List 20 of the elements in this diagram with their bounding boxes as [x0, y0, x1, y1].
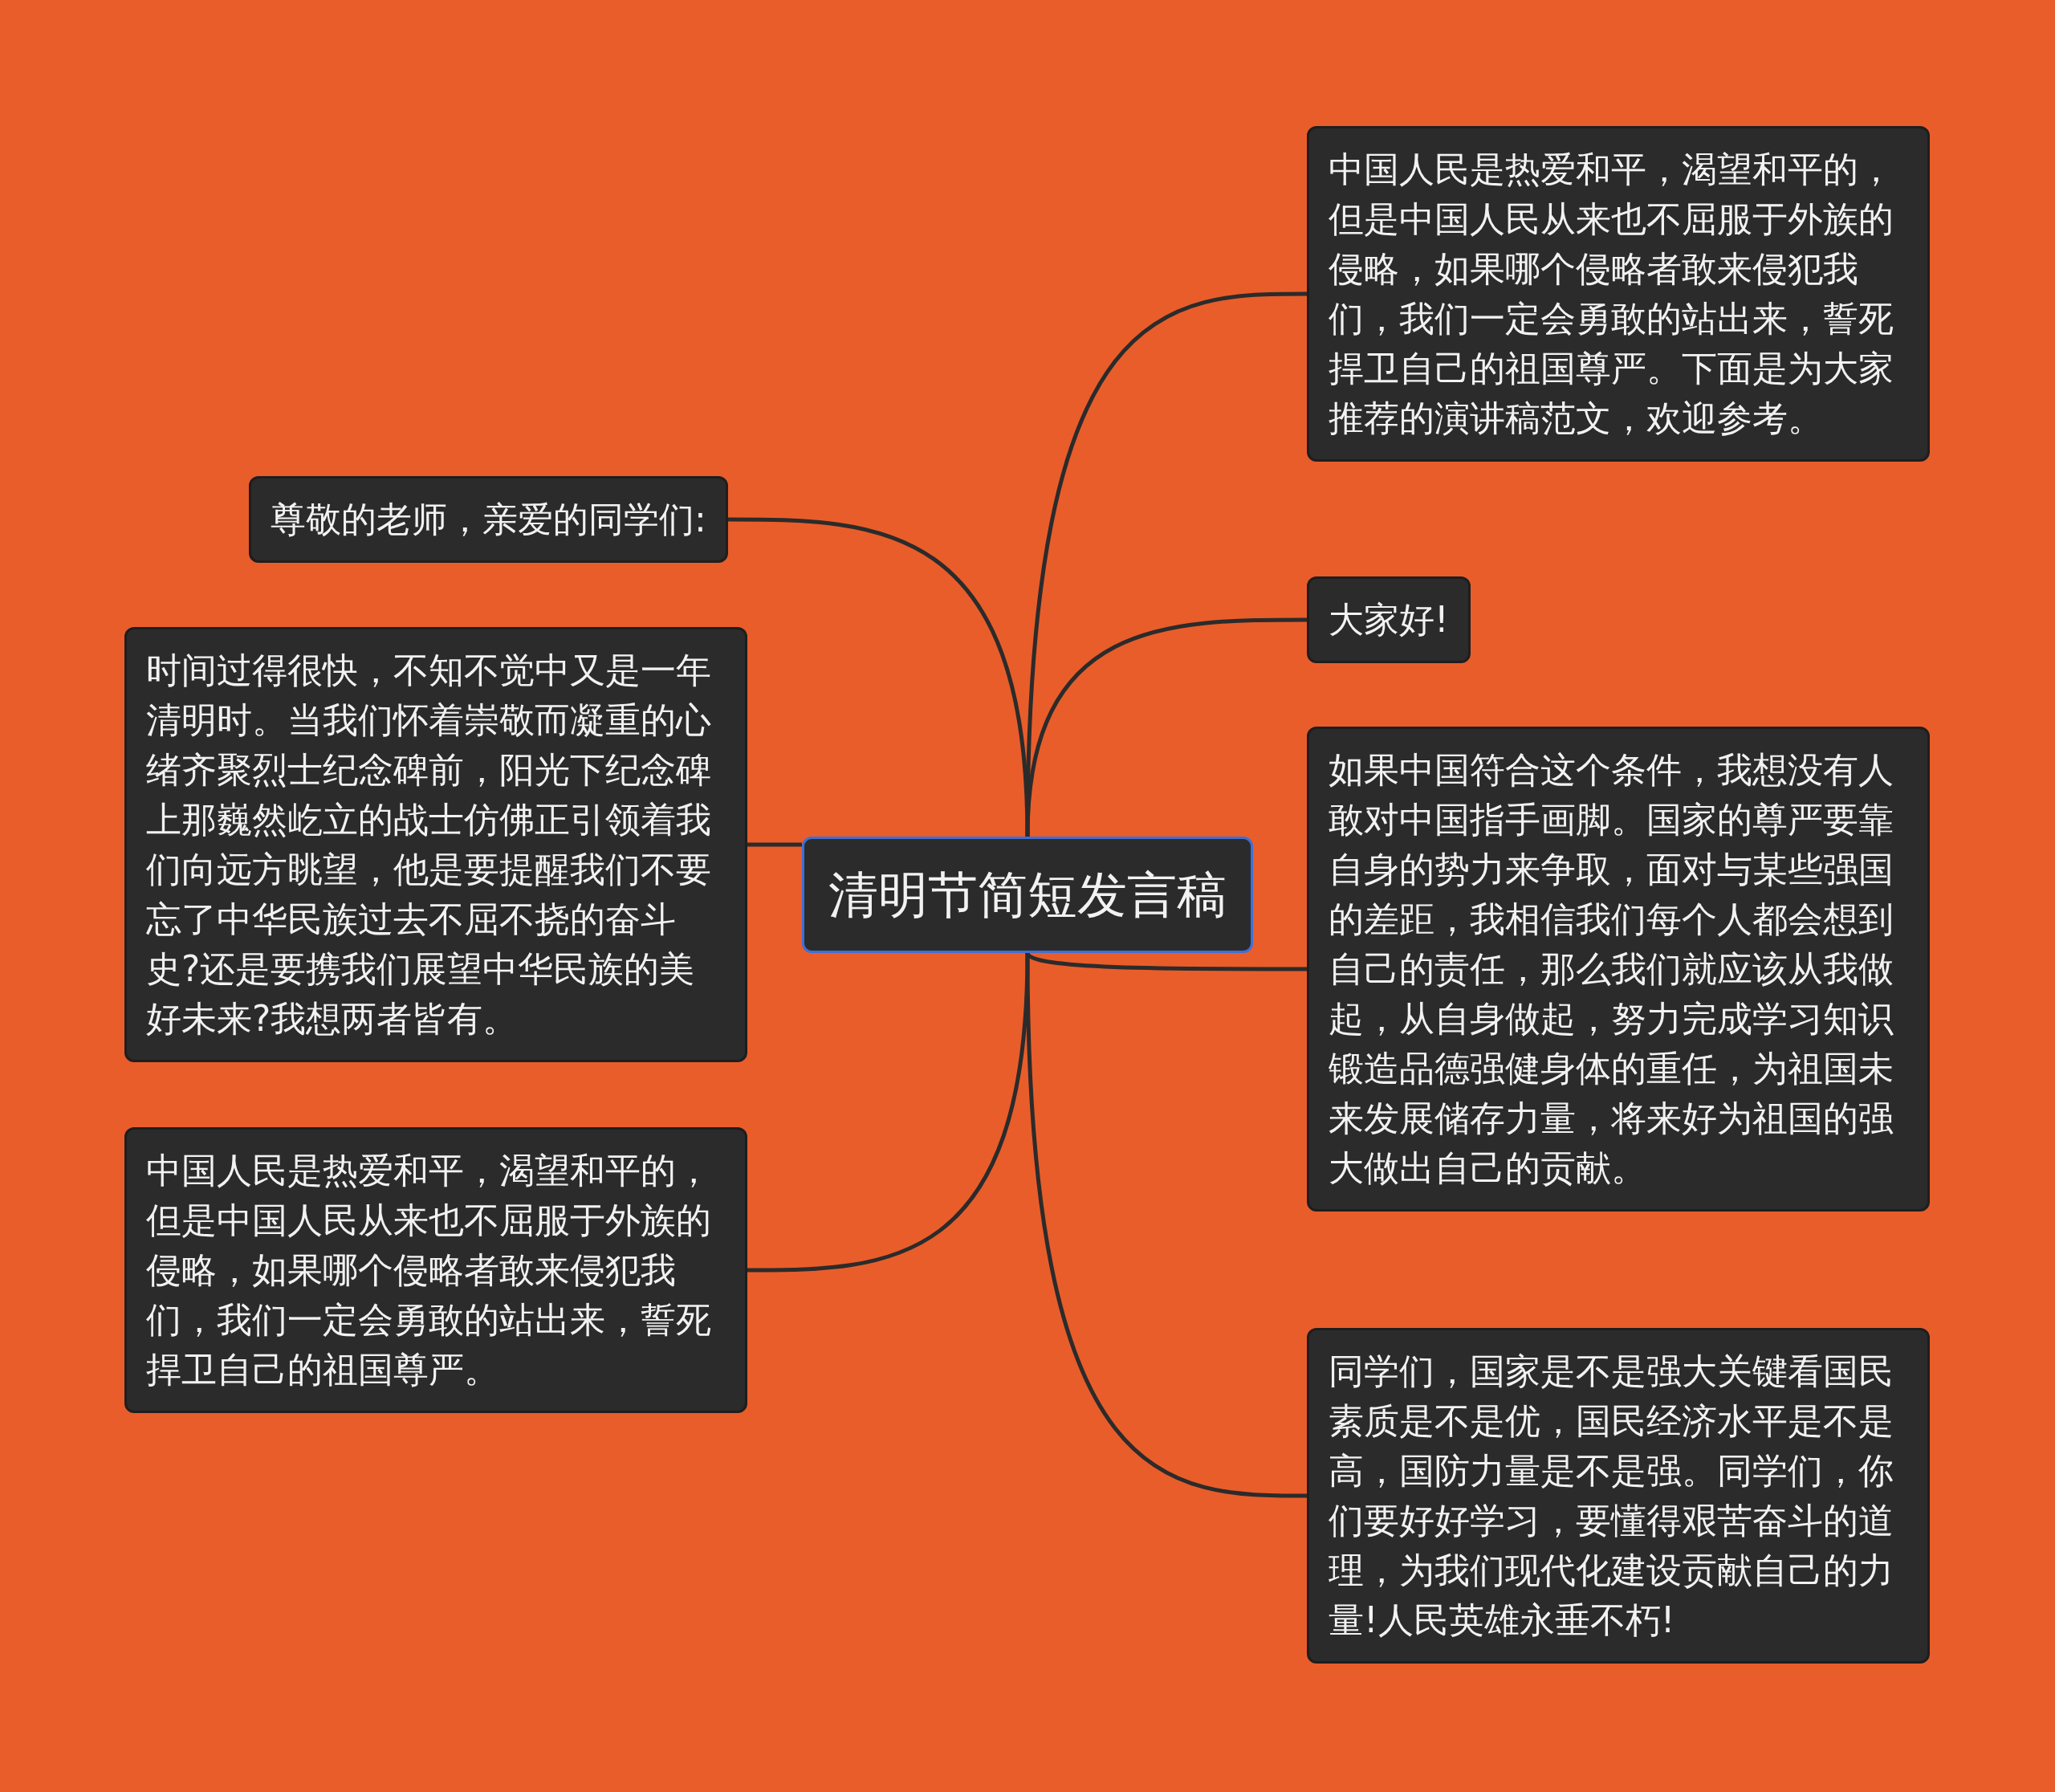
topic-box	[124, 1127, 747, 1413]
topic-text: 中国人民是热爱和平，渴望和平的，但是中国人民从来也不屈服于外族的侵略，如果哪个侵略者敢来侵犯我们，我们一定会勇敢的站出来，誓死捍卫自己的祖国尊严。	[146, 1149, 712, 1391]
connector-line	[1025, 952, 1308, 1498]
topic-box	[1307, 1328, 1930, 1664]
connector-line	[747, 952, 1030, 1273]
central-topic	[802, 837, 1253, 953]
connector-line	[747, 842, 802, 847]
topic-text: 时间过得很快，不知不觉中又是一年清明时。当我们怀着崇敬而凝重的心绪齐聚烈士纪念碑前，阳光下纪念碑上那巍然屹立的战士仿佛正引领着我们向远方眺望，他是要提醒我们不要忘了中华民族过去不屈不挠的奋斗史?还是要携我们展望中华民族的美好未来?我想两者皆有。	[146, 649, 712, 1041]
title-text: 清明节简短发言稿	[828, 870, 1227, 920]
topic-box	[249, 476, 728, 563]
topic-box	[124, 627, 747, 1062]
connector-line	[728, 517, 1030, 837]
topic-box	[1307, 727, 1930, 1212]
topic-text: 尊敬的老师，亲爱的同学们:	[271, 498, 706, 541]
topic-box	[1307, 126, 1930, 462]
topic-text: 中国人民是热爱和平，渴望和平的，但是中国人民从来也不屈服于外族的侵略，如果哪个侵略者敢来侵犯我们，我们一定会勇敢的站出来，誓死捍卫自己的祖国尊严。下面是为大家推荐的演讲稿范文，欢迎参考。	[1329, 148, 1894, 440]
topic-text: 同学们，国家是不是强大关键看国民素质是不是优，国民经济水平是不是高，国防力量是不是强。同学们，你们要好好学习，要懂得艰苦奋斗的道理，为我们现代化建设贡献自己的力量!人民英雄永垂不朽!	[1329, 1350, 1894, 1642]
topic-text: 大家好!	[1329, 598, 1449, 641]
topic-text: 如果中国符合这个条件，我想没有人敢对中国指手画脚。国家的尊严要靠自身的势力来争取，面对与某些强国的差距，我相信我们每个人都会想到自己的责任，那么我们就应该从我做起，从自身做起，努力完成学习知识锻造品德强健身体的重任，为祖国未来发展储存力量，将来好为祖国的强大做出自己的贡献。	[1329, 748, 1894, 1190]
topic-box	[1307, 576, 1471, 663]
